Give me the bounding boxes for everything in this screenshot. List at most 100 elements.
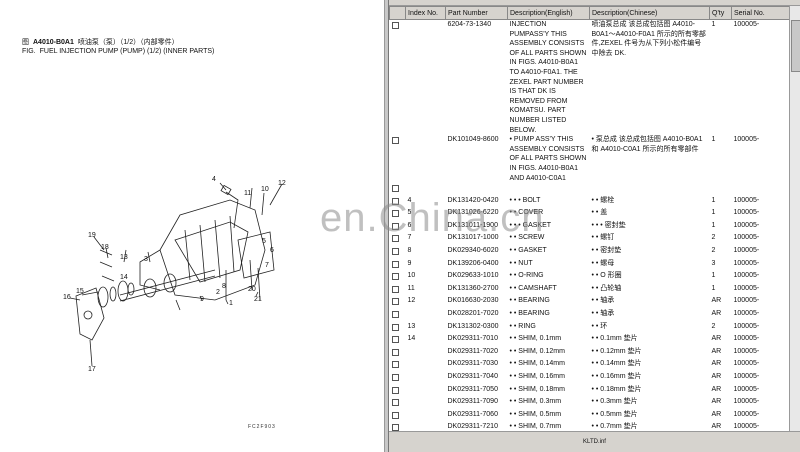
row-checkbox[interactable] (390, 246, 406, 259)
checkbox-icon[interactable] (391, 424, 399, 432)
row-checkbox[interactable] (390, 221, 406, 234)
checkbox-icon[interactable] (391, 336, 399, 344)
row-checkbox[interactable] (390, 347, 406, 360)
cell-index-no: 6 (407, 221, 412, 229)
panel-splitter[interactable] (384, 0, 389, 452)
table-row[interactable]: DK029311-7060• • SHIM, 0.5mm• • 0.5mm 垫片… (390, 410, 790, 423)
row-checkbox[interactable] (390, 372, 406, 385)
checkbox-icon[interactable] (391, 248, 399, 256)
cell-index-no (406, 309, 446, 322)
checkbox-icon[interactable] (391, 260, 399, 268)
row-checkbox[interactable] (390, 208, 406, 221)
table-row[interactable]: DK029311-7040• • SHIM, 0.16mm• • 0.16mm … (390, 372, 790, 385)
checkbox-icon[interactable] (391, 361, 399, 369)
col-part-number[interactable]: Part Number (445, 6, 508, 20)
row-checkbox[interactable] (390, 322, 406, 335)
row-checkbox[interactable] (390, 309, 406, 322)
col-select[interactable] (389, 6, 406, 20)
cell-qty: AR (711, 360, 722, 368)
row-checkbox[interactable] (390, 410, 406, 423)
row-checkbox[interactable] (390, 271, 406, 284)
col-serial-no[interactable]: Serial No. (731, 6, 790, 20)
checkbox-icon[interactable] (391, 235, 399, 243)
checkbox-icon[interactable] (391, 137, 399, 145)
col-index-no[interactable]: Index No. (405, 6, 446, 20)
row-checkbox[interactable] (390, 135, 406, 183)
col-description-chinese[interactable]: Description(Chinese) (589, 6, 710, 20)
cell-serial-no: 100005- (733, 398, 760, 406)
row-checkbox[interactable] (390, 259, 406, 272)
diagram-panel: 图 A4010-B0A1 喷油泵（泵）（1/2）（内部零件） FIG. FUEL… (0, 0, 384, 452)
cell-description-chinese: • • 0.12mm 垫片 (591, 347, 642, 355)
table-row[interactable]: DK029311-7020• • SHIM, 0.12mm• • 0.12mm … (390, 347, 790, 360)
row-checkbox[interactable] (390, 422, 406, 435)
cell-serial-no: 100005- (733, 423, 760, 431)
row-checkbox[interactable] (390, 233, 406, 246)
table-row[interactable]: DK029311-7030• • SHIM, 0.14mm• • 0.14mm … (390, 359, 790, 372)
cell-index-no (406, 410, 446, 423)
checkbox-icon[interactable] (391, 222, 399, 230)
checkbox-icon[interactable] (391, 285, 399, 293)
table-row[interactable] (390, 183, 790, 196)
cell-serial-no: 100005- (733, 410, 760, 418)
table-row[interactable]: DK029311-7050• • SHIM, 0.18mm• • 0.18mm … (390, 385, 790, 398)
col-qty[interactable]: Q'ty (709, 6, 732, 20)
checkbox-icon[interactable] (391, 323, 399, 331)
cell-qty: 1 (711, 272, 716, 280)
row-checkbox[interactable] (390, 183, 406, 196)
checkbox-icon[interactable] (391, 22, 399, 29)
table-header-row: Index No. Part Number Description(Englis… (389, 6, 790, 20)
table-row[interactable]: DK101049-8600• PUMP ASS'Y THIS ASSEMBLY … (390, 135, 790, 183)
cell-index-no (406, 20, 446, 136)
checkbox-icon[interactable] (391, 185, 399, 193)
checkbox-icon[interactable] (391, 348, 399, 356)
row-checkbox[interactable] (390, 296, 406, 309)
row-checkbox[interactable] (390, 284, 406, 297)
cell-part-number: DK029311-7060 (447, 410, 498, 418)
fig-label-en: FIG. (22, 48, 36, 55)
table-row[interactable]: DK029311-7210• • SHIM, 0.7mm• • 0.7mm 垫片… (390, 422, 790, 435)
callout-10: 10 (261, 186, 269, 193)
checkbox-icon[interactable] (391, 298, 399, 306)
row-checkbox[interactable] (390, 359, 406, 372)
cell-description-english: • • SHIM, 0.16mm (509, 373, 565, 380)
checkbox-icon[interactable] (391, 374, 399, 381)
cell-part-number: DK029311-7040 (447, 373, 498, 380)
callout-12: 12 (278, 180, 286, 187)
cell-index-no: 14 (407, 335, 416, 343)
cell-description-chinese: • • 密封垫 (591, 247, 622, 255)
checkbox-icon[interactable] (391, 386, 399, 394)
vertical-scrollbar[interactable] (789, 6, 800, 431)
scrollbar-thumb[interactable] (791, 20, 800, 72)
cell-description-english: • • SHIM, 0.5mm (509, 410, 562, 418)
row-checkbox[interactable] (390, 397, 406, 410)
checkbox-icon[interactable] (391, 273, 399, 281)
checkbox-icon[interactable] (391, 210, 399, 218)
checkbox-icon[interactable] (391, 197, 399, 205)
col-description-english[interactable]: Description(English) (507, 6, 590, 20)
exploded-parts-diagram (69, 182, 283, 367)
row-checkbox[interactable] (390, 20, 406, 136)
callout-21: 21 (254, 296, 262, 303)
checkbox-icon[interactable] (391, 311, 399, 319)
row-checkbox[interactable] (390, 334, 406, 347)
table-row[interactable]: DK029311-7090• • SHIM, 0.3mm• • 0.3mm 垫片… (390, 397, 790, 410)
row-checkbox[interactable] (390, 196, 406, 209)
row-checkbox[interactable] (390, 385, 406, 398)
checkbox-icon[interactable] (391, 399, 399, 407)
cell-qty: 2 (711, 247, 716, 255)
checkbox-icon[interactable] (391, 411, 399, 419)
